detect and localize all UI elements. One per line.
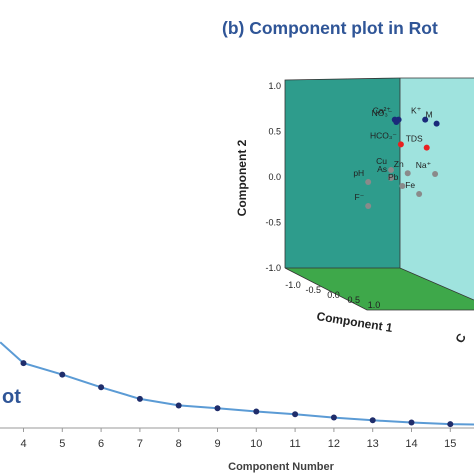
component-point [433, 120, 440, 127]
scree-point [408, 419, 415, 426]
scree-point [369, 417, 376, 424]
scree-tick-label: 15 [444, 438, 456, 450]
scree-tick-label: 13 [367, 438, 379, 450]
scree-tick-label: 8 [176, 438, 182, 450]
component1-tick-label: 1.0 [368, 300, 381, 310]
scree-points [20, 360, 454, 428]
component-point-label: Cu [376, 156, 387, 166]
component1-tick-labels: -1.0 -0.5 0.0 0.5 1.0 [285, 280, 380, 310]
component-plot: (b) Component plot in Rot 1.00.50.0-0.5-… [222, 18, 474, 346]
component-point [404, 170, 411, 177]
scree-tick-labels: 4 5 6 7 8 9 10 11 12 13 14 15 [20, 438, 456, 450]
component-point-label: As [377, 164, 387, 174]
component-point [393, 119, 400, 125]
scree-point [59, 371, 66, 378]
component1-tick-label: -0.5 [305, 285, 321, 295]
scree-tick-label: 9 [214, 438, 220, 450]
component-point-label: Pb [388, 172, 399, 182]
component-point-label: HCO₃⁻ [370, 130, 397, 140]
component1-tick-label: -1.0 [285, 280, 301, 290]
component-point [397, 141, 404, 148]
scree-tick-marks [23, 428, 451, 432]
component2-tick-label: -0.5 [265, 218, 281, 228]
scree-plot: 4 5 6 7 8 9 10 11 12 13 14 15 ot Component Number [0, 341, 474, 473]
component2-tick-label: 0.5 [268, 127, 281, 137]
scree-tick-label: 5 [59, 438, 65, 450]
back-wall [400, 78, 474, 300]
component2-tick-labels: 1.0 0.5 0.0 -0.5 -1.0 [265, 81, 281, 273]
scree-tick-label: 6 [98, 438, 104, 450]
component-point-label: Fe [405, 180, 415, 190]
component3-axis-label: C [452, 331, 469, 346]
component2-tick-label: -1.0 [265, 263, 281, 273]
scree-tick-label: 7 [137, 438, 143, 450]
component-point [365, 203, 372, 209]
component-point [416, 191, 423, 197]
component-point-label: Na⁺ [416, 160, 431, 170]
scree-point [253, 408, 260, 415]
component2-tick-label: 1.0 [268, 81, 281, 91]
scree-point [20, 360, 27, 367]
component-point [422, 116, 429, 123]
box-edges-top [284, 77, 474, 268]
scree-point [292, 411, 299, 418]
panel-title: (b) Component plot in Rot [222, 18, 438, 38]
box-edges-floor [285, 267, 474, 301]
scree-title-fragment: ot [2, 386, 21, 408]
component-point-label: NO₃⁻ [372, 108, 393, 118]
component2-axis-label: Component 2 [235, 139, 249, 216]
scree-point [447, 421, 454, 428]
scree-point [214, 405, 221, 412]
component-point [423, 144, 430, 151]
floor-plane [285, 268, 474, 310]
scree-tick-label: 10 [250, 438, 262, 450]
component1-tick-label: 0.0 [327, 290, 340, 300]
component-point-label: F⁻ [355, 192, 365, 202]
scree-point [136, 395, 143, 402]
scree-tick-label: 4 [20, 438, 26, 450]
component-point-label: Zn [394, 159, 404, 169]
component-point [388, 175, 394, 181]
scree-point [98, 384, 105, 391]
component-point-label: TDS [406, 134, 423, 144]
component1-tick-label: 0.5 [347, 295, 360, 305]
component2-tick-label: 0.0 [268, 172, 281, 182]
component-point [388, 167, 394, 173]
component-point-label: pH [353, 168, 364, 178]
scree-point [330, 414, 337, 421]
scree-tick-label: 12 [328, 438, 340, 450]
scree-tick-label: 11 [289, 438, 300, 450]
scree-series-line [0, 341, 474, 426]
box-edges-front [284, 267, 474, 311]
component-point [399, 183, 406, 189]
component1-axis-label: Component 1 [316, 309, 394, 335]
scree-tick-label: 14 [405, 438, 417, 450]
component-point [365, 179, 372, 185]
component-point-label: Ca²⁺ [373, 106, 391, 116]
component-point-label: K⁺ [411, 106, 421, 116]
scree-x-axis-label: Component Number [228, 461, 334, 473]
scree-point [175, 402, 182, 409]
component-point [432, 171, 439, 177]
component-point-label: M [426, 110, 433, 120]
component-points [365, 116, 440, 209]
side-wall [285, 78, 400, 268]
